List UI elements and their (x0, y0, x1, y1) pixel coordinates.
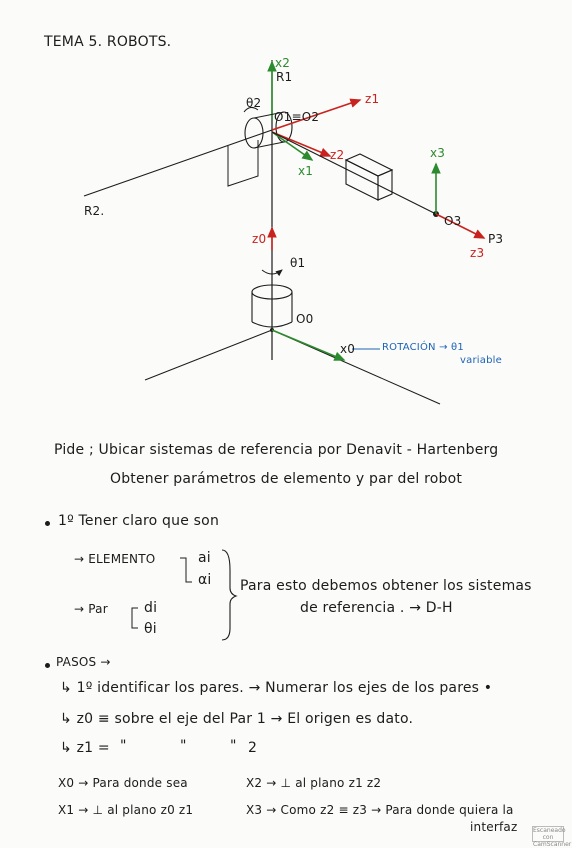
z2-arrow (271, 131, 332, 157)
section1-heading: 1º Tener claro que son (58, 513, 220, 529)
prismatic-block (377, 169, 393, 201)
label-p3: P3 (488, 232, 504, 246)
param-alpha-i: αi (198, 572, 212, 588)
x3-rule: X3 → Como z2 ≡ z3 → Para donde quiera la (246, 803, 514, 817)
ditto-2: " (180, 738, 187, 754)
pide-line-2: Obtener parámetros de elemento y par del… (110, 471, 463, 487)
par-label: → Par (74, 602, 108, 616)
param-di: di (144, 600, 158, 616)
camscanner-stamp: Escaneado con CamScanner (532, 826, 572, 848)
label-x2: x2 (275, 56, 291, 70)
label-z3: z3 (470, 246, 485, 260)
step-2: ↳ z0 ≡ sobre el eje del Par 1 → El orige… (60, 711, 414, 727)
label-theta1: θ1 (290, 256, 306, 270)
bullet-1 (45, 521, 50, 526)
param-ai: ai (198, 550, 211, 566)
ditto-1: " (120, 738, 127, 754)
label-o0: O0 (296, 312, 314, 326)
label-r1: R1 (276, 70, 293, 84)
z1-arrow (271, 98, 362, 131)
section2-heading: PASOS → (56, 655, 111, 669)
theta1-arc (261, 269, 283, 277)
label-r2: R2. (84, 204, 105, 218)
x1-arrow (271, 131, 314, 161)
label-z0: z0 (252, 232, 267, 246)
label-theta2: θ2 (246, 96, 262, 110)
section1-note-line-2: de referencia . → D-H (300, 600, 453, 616)
bullet-2 (45, 663, 50, 668)
x2-rule: X2 → ⊥ al plano z1 z2 (246, 776, 382, 790)
z3-arrow (435, 213, 486, 239)
step-3-number: 2 (248, 740, 258, 756)
page-title: TEMA 5. ROBOTS. (44, 34, 172, 50)
variable-note: variable (460, 355, 502, 366)
section1-note-line-1: Para esto debemos obtener los sistemas (240, 578, 532, 594)
elemento-label: → ELEMENTO (74, 552, 156, 566)
label-z2: z2 (330, 148, 345, 162)
base-cylinder (251, 321, 293, 328)
param-theta-i: θi (144, 621, 157, 637)
floor-line-left (144, 329, 273, 381)
robot-diagram (83, 60, 486, 405)
label-x3: x3 (430, 146, 446, 160)
label-x1: x1 (298, 164, 314, 178)
link-to-r2 (83, 129, 273, 197)
x0-rule: X0 → Para donde sea (58, 776, 188, 790)
joint-cylinder (275, 111, 293, 143)
label-o3: O3 (444, 214, 462, 228)
x3-rule-continued: interfaz (470, 820, 518, 834)
arm-link (271, 131, 437, 215)
label-z1: z1 (365, 92, 380, 106)
step-3-prefix: ↳ z1 = (60, 740, 110, 756)
label-x0: x0 (340, 342, 356, 356)
rotation-note: ROTACIÓN → θ1 (382, 342, 464, 353)
x1-rule: X1 → ⊥ al plano z0 z1 (58, 803, 194, 817)
label-o1o2: O1≡O2 (274, 110, 320, 124)
step-1: ↳ 1º identificar los pares. → Numerar lo… (60, 680, 493, 696)
x0-arrow (271, 329, 346, 361)
ditto-3: " (230, 738, 237, 754)
pide-line-1: Pide ; Ubicar sistemas de referencia por… (54, 442, 499, 458)
